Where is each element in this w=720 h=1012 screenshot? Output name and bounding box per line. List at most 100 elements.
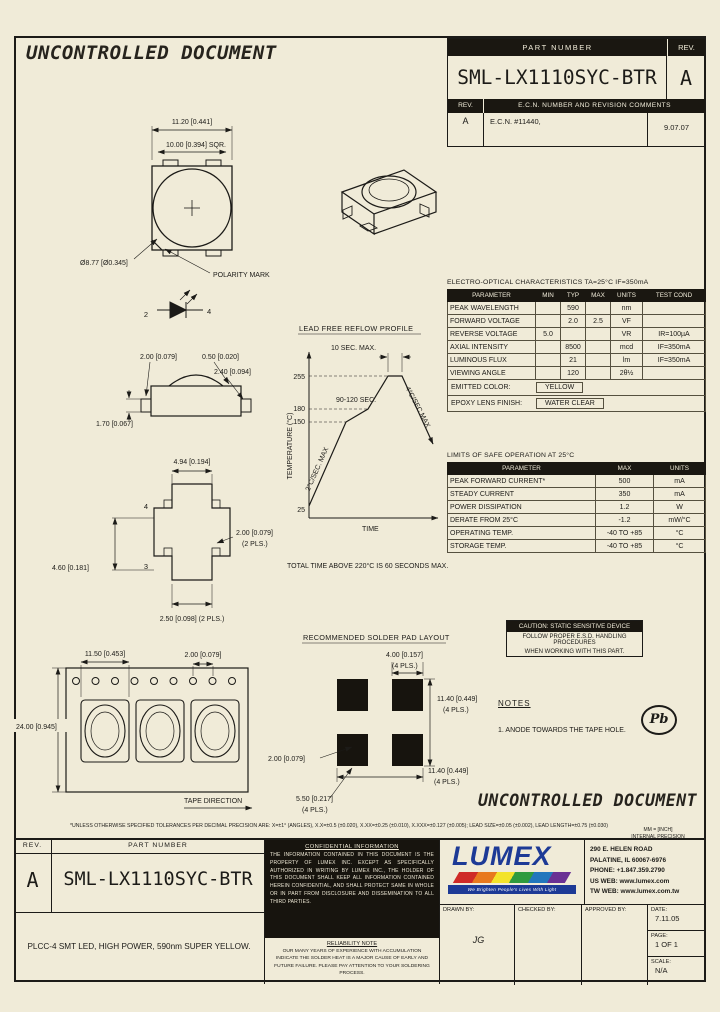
ecn-table: REV. E.C.N. NUMBER AND REVISION COMMENTS… [447, 99, 706, 147]
cell: nm [610, 301, 643, 315]
cell [642, 366, 706, 380]
cell: LUMINOUS FLUX [447, 353, 536, 367]
table-header-row: PARAMETER MIN TYP MAX UNITS TEST COND [447, 289, 706, 302]
reflow-note: TOTAL TIME ABOVE 220°C IS 60 SECONDS MAX… [287, 562, 448, 570]
rev-value: A [679, 66, 693, 90]
caution-title: CAUTION: STATIC SENSITIVE DEVICE [507, 621, 642, 632]
page-cell: PAGE: 1 OF 1 [648, 931, 706, 957]
iso-view-drawing [340, 169, 438, 236]
dim-label: (4 PLS.) [434, 779, 460, 786]
dim-label: Ø8.77 [Ø0.345] [80, 260, 128, 267]
cell: mW/°C [653, 513, 706, 527]
col-parameter: PARAMETER [447, 289, 536, 302]
confidential-body: THE INFORMATION CONTAINED IN THIS DOCUME… [270, 852, 434, 905]
dim-label: 10.00 [0.394] SQR. [166, 142, 226, 149]
cell [585, 301, 611, 315]
solder-pad-drawing [302, 642, 446, 799]
dim-label: (4 PLS.) [443, 707, 469, 714]
rev-value: A [26, 868, 39, 892]
cell: STEADY CURRENT [447, 487, 596, 501]
electro-optical-panel: ELECTRO-OPTICAL CHARACTERISTICS TA=25°C … [447, 279, 706, 412]
address-line2: PALATINE, IL 60067-6976 [590, 856, 667, 864]
drawn-by-value: JG [472, 935, 485, 945]
company-tw-web: TW WEB: www.lumex.com.tw [590, 888, 680, 895]
reflow-profile-chart [298, 333, 439, 521]
cell: 2θ½ [610, 366, 643, 380]
tolerance-note: *UNLESS OTHERWISE SPECIFIED TOLERANCES P… [70, 823, 609, 829]
address-line1: 290 E. HELEN ROAD [590, 846, 653, 853]
page-label: PAGE: [651, 933, 668, 939]
cell: IF=350mA [642, 340, 706, 354]
part-number-table: PART NUMBER REV. SML-LX1110SYC-BTR A [447, 38, 706, 101]
reliability-note-box: RELIABILITY NOTE OUR MANY YEARS OF EXPER… [265, 938, 440, 984]
signature-row: DRAWN BY: JG CHECKED BY: APPROVED BY: [440, 904, 648, 985]
scale-label: SCALE: [651, 959, 671, 965]
cell: 590 [560, 301, 586, 315]
cell: IF=350mA [642, 353, 706, 367]
date-label: DATE: [651, 907, 668, 913]
table-row: PEAK WAVELENGTH 590 nm [447, 301, 706, 315]
cell [585, 327, 611, 341]
checked-by-cell: CHECKED BY: [515, 905, 582, 985]
cell [535, 301, 561, 315]
cell: FORWARD VOLTAGE [447, 314, 536, 328]
axis-tick: 150 [293, 419, 305, 426]
date-cell: DATE: 7.11.05 [648, 905, 706, 931]
cell [585, 340, 611, 354]
company-address: 290 E. HELEN ROAD PALATINE, IL 60067-697… [585, 840, 706, 904]
ecn-comment-value: E.C.N. #11440, [490, 117, 541, 126]
cell: 1.2 [595, 500, 654, 514]
title-block: REV. A PART NUMBER SML-LX1110SYC-BTR PLC… [14, 838, 706, 985]
cell: 120 [560, 366, 586, 380]
x-axis-label: TIME [362, 526, 379, 533]
cell: 5.0 [535, 327, 561, 341]
electro-optical-title: ELECTRO-OPTICAL CHARACTERISTICS TA=25°C … [447, 279, 649, 286]
dim-label: 24.00 [0.945] [16, 724, 57, 731]
part-number-header-label: PART NUMBER [522, 43, 593, 52]
cell: PEAK FORWARD CURRENT* [447, 474, 596, 488]
cell: 500 [595, 474, 654, 488]
cell: W [653, 500, 706, 514]
col-units: UNITS [610, 289, 643, 302]
y-axis-label: TEMPERATURE (°C) [286, 413, 294, 480]
cell: °C [653, 526, 706, 540]
ramp-up-label: 2°C/SEC. MAX [304, 446, 331, 493]
soak-label: 90-120 SEC. [336, 397, 376, 404]
cell [535, 314, 561, 328]
cell: STORAGE TEMP. [447, 539, 596, 553]
pin-label: 4 [207, 307, 211, 316]
dim-label: 11.40 [0.449] [428, 768, 468, 775]
table-row: STORAGE TEMP.-40 TO +85°C [447, 539, 706, 553]
cell: mA [653, 487, 706, 501]
lumex-tagline: We Brighten People's Lives With Light [448, 885, 576, 894]
emitted-color-label: EMITTED COLOR: [451, 384, 511, 391]
cell: OPERATING TEMP. [447, 526, 596, 540]
led-schematic [157, 289, 203, 319]
lead-free-pb-icon: Pb [641, 705, 677, 735]
axis-tick: 255 [293, 374, 305, 381]
cell: PEAK WAVELENGTH [447, 301, 536, 315]
rev-header-label: REV. [667, 39, 705, 56]
dim-label: 11.20 [0.441] [172, 119, 212, 126]
cell: VR [610, 327, 643, 341]
axis-tick: 180 [293, 406, 305, 413]
mm-inch-line2: INTERNAL PRECISION [631, 834, 685, 840]
lens-finish-row: EPOXY LENS FINISH: WATER CLEAR [447, 396, 706, 412]
cell: -1.2 [595, 513, 654, 527]
cell: 2.0 [560, 314, 586, 328]
tape-drawing [14, 659, 253, 811]
cell: lm [610, 353, 643, 367]
cell [535, 340, 561, 354]
drawn-by-cell: DRAWN BY: JG [440, 905, 515, 985]
dim-label: 4.60 [0.181] [52, 565, 89, 572]
reflow-title: LEAD FREE REFLOW PROFILE [299, 324, 413, 333]
cell: -40 TO +85 [595, 526, 654, 540]
top-view-drawing [133, 126, 233, 274]
titleblock-part-number-cell: PART NUMBER SML-LX1110SYC-BTR [52, 840, 265, 912]
lens-finish-label: EPOXY LENS FINISH: [451, 400, 523, 407]
table-header-row: PARAMETER MAX UNITS [447, 462, 706, 475]
